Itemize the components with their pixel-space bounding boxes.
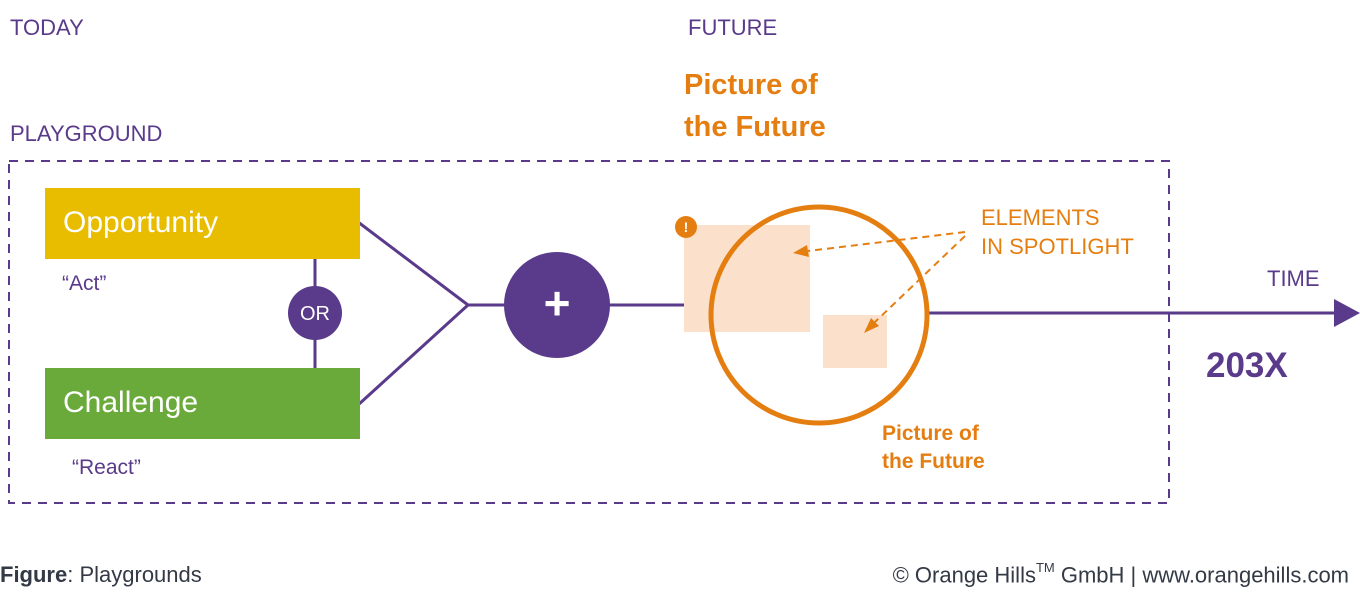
timeline-arrowhead-icon [1334, 299, 1360, 327]
playground-frame [8, 160, 1170, 504]
playground-label: PLAYGROUND [10, 121, 162, 146]
spotlight-arrow-1 [807, 231, 966, 252]
picture-future-small-line1: Picture of [882, 422, 980, 445]
spotlight-arrow-2 [874, 235, 966, 323]
copyright-caption: © Orange HillsTM GmbH | www.orangehills.… [892, 560, 1349, 588]
or-label: OR [300, 303, 330, 325]
today-label: TODAY [10, 15, 84, 40]
picture-future-title-line1: Picture of [684, 69, 818, 101]
figure-caption-text: : Playgrounds [67, 562, 202, 587]
figure-caption-bold: Figure [0, 562, 68, 587]
elements-spotlight-line1: ELEMENTS [981, 205, 1100, 230]
elements-spotlight-line2: IN SPOTLIGHT [981, 234, 1134, 259]
picture-future-title-line2: the Future [684, 111, 826, 143]
plus-circle [504, 252, 610, 358]
opportunity-label: Opportunity [63, 206, 218, 239]
future-element-small [823, 315, 887, 368]
future-element-large [684, 225, 810, 332]
challenge-box [45, 368, 360, 439]
exclamation-icon [675, 216, 697, 238]
spotlight-circle [708, 204, 930, 426]
opportunity-connector-line [357, 220, 469, 307]
trademark-mark: TM [1035, 560, 1055, 575]
challenge-connector-line [356, 303, 470, 407]
time-label: TIME [1267, 266, 1320, 291]
copyright-prefix: © Orange Hills [892, 562, 1036, 588]
figure-caption: Figure: Playgrounds [0, 562, 202, 588]
spotlight-arrowhead-1-icon [793, 245, 809, 257]
challenge-subtitle: “React” [72, 456, 141, 479]
challenge-label: Challenge [63, 386, 198, 419]
exclamation-mark: ! [684, 219, 689, 235]
future-label: FUTURE [688, 15, 777, 40]
opportunity-box [45, 188, 360, 259]
spotlight-arrowhead-2-icon [864, 318, 879, 333]
or-circle [288, 286, 342, 340]
opportunity-subtitle: “Act” [62, 272, 106, 295]
copyright-suffix: GmbH | www.orangehills.com [1054, 562, 1349, 588]
picture-future-small-line2: the Future [882, 450, 985, 473]
year-label: 203X [1206, 346, 1288, 385]
plus-icon: + [544, 277, 571, 329]
